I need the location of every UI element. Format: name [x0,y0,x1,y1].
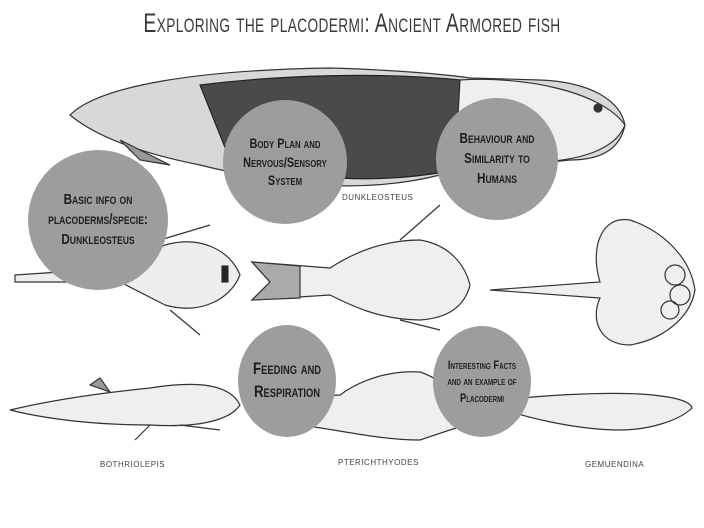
topic-label: Body Plan and Nervous/Sensory System [243,134,327,189]
topic-behaviour[interactable]: Behaviour and Similarity to Humans [436,98,558,220]
topic-label: Basic info on placoderms/specie: Dunkleo… [48,190,148,249]
gemuendina-drawing [482,392,693,431]
topic-label: Feeding and Respiration [253,359,321,401]
topic-basic-info[interactable]: Basic info on placoderms/specie: Dunkleo… [28,150,168,290]
pterichthyodes-top-view-drawing [250,204,471,331]
topic-feeding-respiration[interactable]: Feeding and Respiration [238,325,336,437]
topic-label: Interesting Facts and an example of Plac… [447,358,517,405]
bothriolepis-drawing [9,377,241,441]
dunkleosteus-label: DUNKLEOSTEUS [342,193,414,202]
topic-interesting-facts[interactable]: Interesting Facts and an example of Plac… [433,326,531,437]
gemuendina-label: GEMUENDINA [585,460,645,469]
topic-body-plan[interactable]: Body Plan and Nervous/Sensory System [223,100,347,224]
topic-label: Behaviour and Similarity to Humans [459,129,535,188]
bothriolepis-label: BOTHRIOLEPIS [100,460,166,469]
pterichthyodes-label: PTERICHTHYODES [338,458,419,467]
gemuendina-top-view-drawing [489,218,696,346]
page-title: Exploring the placodermi: Ancient Armore… [143,8,561,38]
